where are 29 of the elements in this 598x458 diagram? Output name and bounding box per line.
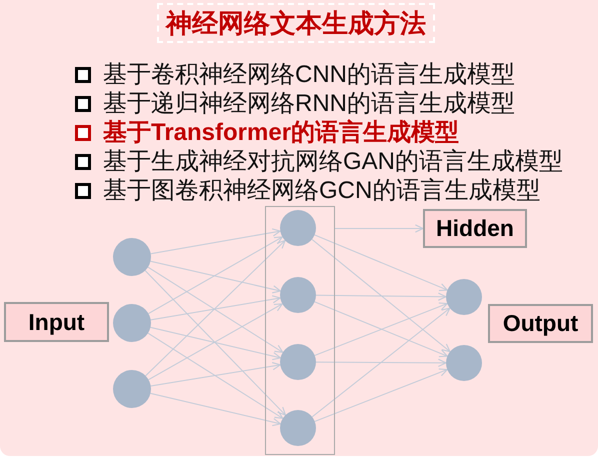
arrow: [150, 362, 281, 386]
arrow: [148, 332, 284, 419]
arrow: [145, 240, 286, 376]
arrow: [150, 392, 282, 426]
list-item-text: 基于Transformer的语言生成模型: [103, 120, 460, 144]
list-item-text: 基于卷积神经网络CNN的语言生成模型: [103, 62, 515, 86]
arrow: [144, 270, 286, 416]
arrow: [314, 234, 448, 292]
arrow: [148, 266, 284, 353]
arrow: [150, 228, 281, 254]
arrow: [312, 308, 450, 418]
list-item-text: 基于递归神经网络RNN的语言生成模型: [103, 92, 515, 116]
layer-label: Output: [488, 304, 593, 343]
arrow: [314, 368, 448, 422]
hidden-layer-frame: [265, 206, 335, 455]
arrow: [150, 295, 281, 320]
arrow: [150, 326, 282, 360]
arrow: [148, 303, 283, 380]
layer-label: Input: [4, 302, 109, 342]
arrow: [334, 224, 424, 233]
list-item-text: 基于生成神经对抗网络GAN的语言生成模型: [103, 150, 564, 174]
arrow: [150, 260, 281, 294]
arrow: [316, 292, 447, 301]
layer-label: Hidden: [423, 209, 527, 248]
title: 神经网络文本生成方法: [157, 3, 435, 43]
arrow: [148, 236, 283, 314]
arrow: [311, 238, 451, 352]
arrow: [316, 358, 447, 367]
list-item-text: 基于图卷积神经网络GCN的语言生成模型: [103, 178, 540, 202]
